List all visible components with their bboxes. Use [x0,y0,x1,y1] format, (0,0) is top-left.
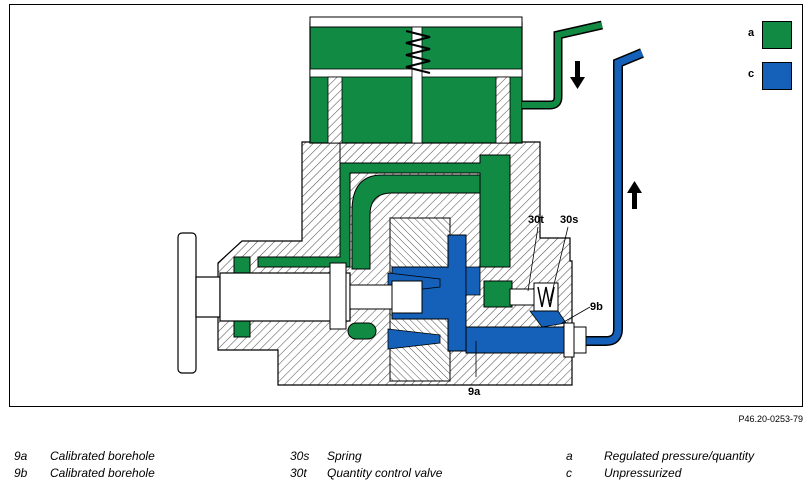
flow-arrow-up [627,181,642,209]
caption-text: Spring [327,449,362,463]
pump-cross-section-diagram: 30t 30s 9b 9a [177,16,644,398]
caption-text: Calibrated borehole [50,449,155,463]
figure-reference: P46.20-0253-79 [738,414,803,424]
caption-code: c [566,466,572,480]
caption-code: a [566,449,573,463]
legend-swatch-c [762,62,792,90]
legend-key-c: c [748,68,755,80]
caption-text: Quantity control valve [327,466,443,480]
caption-text: Unpressurized [604,466,682,480]
caption-text: Regulated pressure/quantity [604,449,755,463]
callout-9a: 9a [468,386,481,398]
reservoir [309,16,523,144]
supply-line-blue [582,48,644,346]
caption-code: 9b [14,466,28,480]
caption-code: 30t [290,466,307,480]
drive-shaft [177,232,423,374]
legend-key-a: a [748,27,755,39]
green-channels [233,143,513,340]
caption-code: 9a [14,449,28,463]
caption-text: Calibrated borehole [50,466,155,480]
leader-lines [475,226,591,377]
callout-9b: 9b [590,301,603,313]
callout-30s: 30s [560,214,578,226]
flow-arrow-down [570,61,585,89]
caption-code: 30s [290,449,310,463]
legend-swatch-a [762,21,792,49]
outlet-fitting [563,322,587,358]
callout-30t: 30t [528,214,544,226]
figure-frame: 30t 30s 9b 9a a c [9,4,803,407]
quantity-control-valve [509,282,559,312]
return-line-green [522,20,603,110]
